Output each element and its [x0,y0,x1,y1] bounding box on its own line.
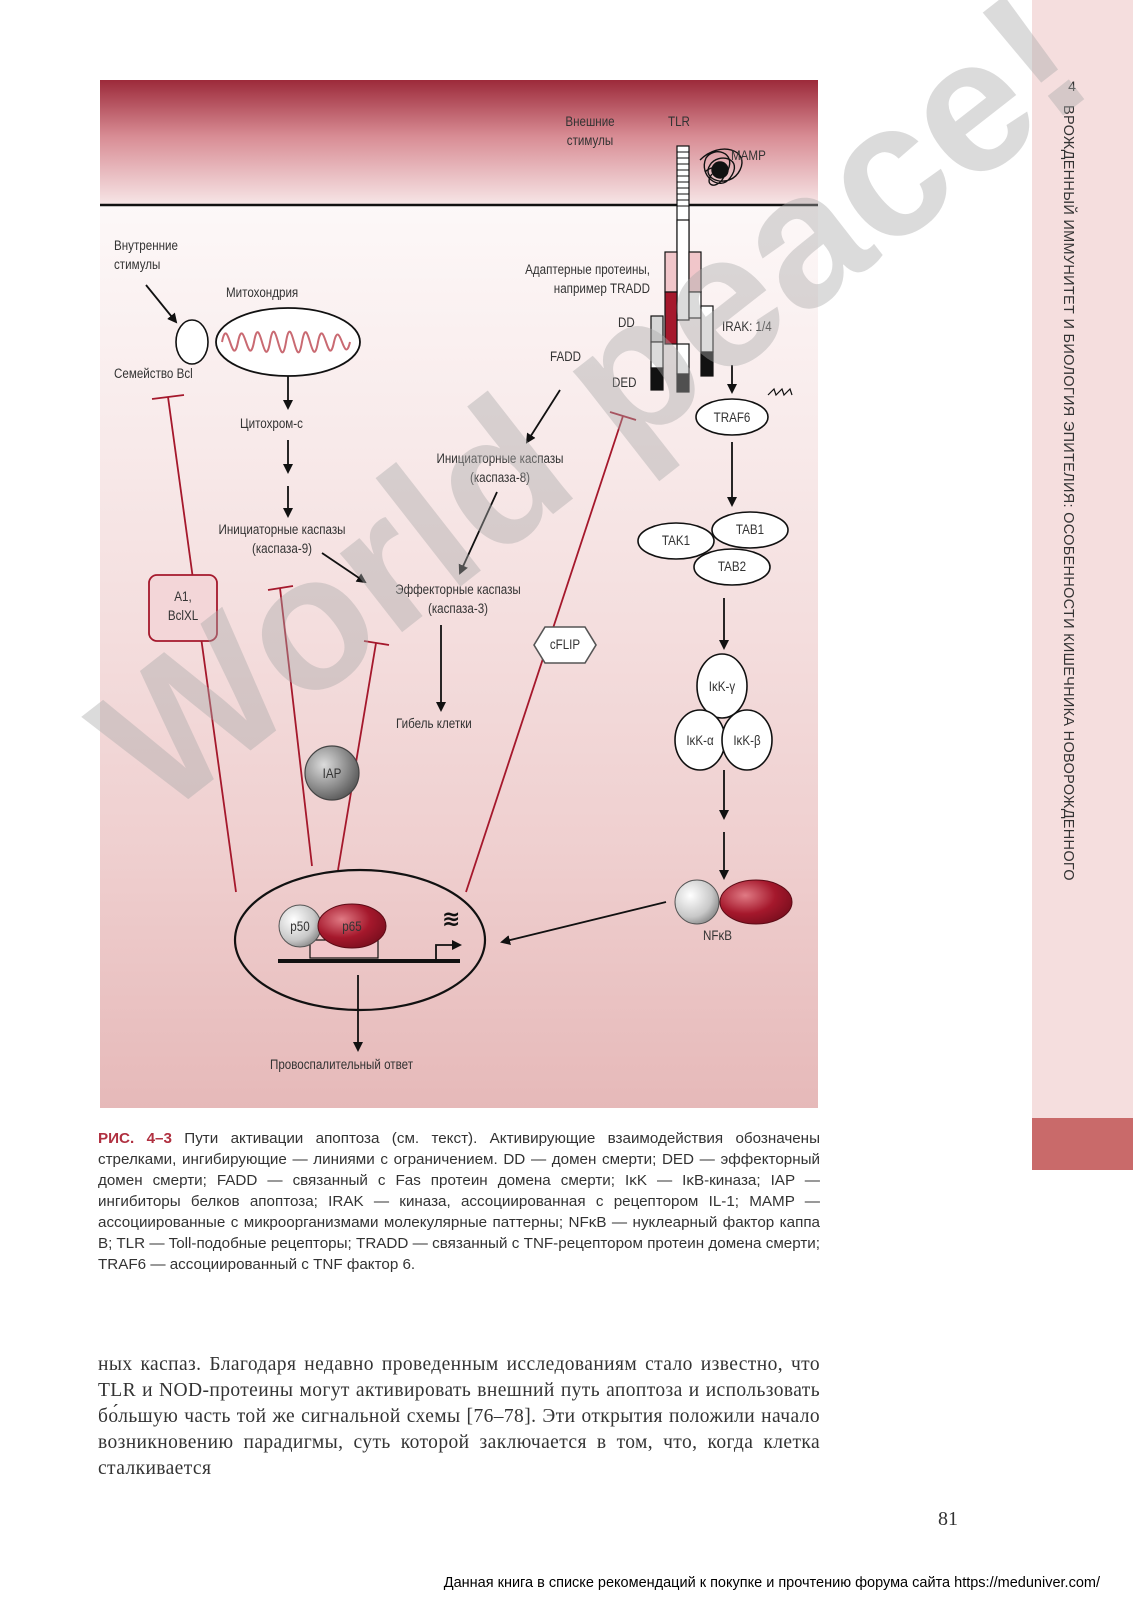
label-nfkb: NFκB [703,928,733,943]
tab2-oval [693,548,771,586]
figure-caption-text: Пути активации апоптоза (см. текст). Акт… [98,1130,820,1273]
label-ded: DED [612,375,637,390]
dna-complex [278,903,462,963]
traf6-squiggle [767,387,793,397]
label-initiator-caspases-8: Инициаторные каспазы(каспаза-8) [436,451,564,485]
label-dd: DD [618,315,635,330]
label-initiator-caspases-9: Инициаторные каспазы(каспаза-9) [218,522,346,556]
label-ikk-gamma: IκK-γ [708,679,736,694]
label-effector-caspases: Эффекторные каспазы(каспаза-3) [395,582,521,616]
label-cell-death: Гибель клетки [396,716,472,731]
figure-diagram: ≋ [100,80,818,1052]
label-bcl-family: Семейство Bcl [114,366,193,381]
label-ikk-alpha: IκK-α [686,733,714,748]
nucleus-oval [233,868,487,1012]
page-number: 81 [938,1508,958,1530]
tlr-receptor [650,145,714,393]
body-paragraph: ных каспаз. Благодаря недавно проведенны… [98,1354,820,1479]
label-proinflammatory-response: Провоспалительный ответ [270,1057,414,1072]
label-mitochondria: Митохондрия [226,285,299,300]
tab1-oval [711,511,789,549]
chapter-side-band [1032,0,1133,1160]
nfkb-p65-ball [719,879,793,925]
label-iap: IAP [322,766,342,781]
mitochondria-shape [215,307,361,377]
figure-caption-label: РИС. 4–3 [98,1130,172,1147]
footer-note: Данная книга в списке рекомендаций к пок… [443,1575,1100,1591]
membrane-band [100,80,818,205]
label-a1-bclxl: A1,BclXL [167,589,199,623]
cflip-hexagon [533,626,597,664]
bcl-oval [175,319,209,365]
figure-caption: РИС. 4–3 Пути активации апоптоза (см. те… [98,1128,820,1275]
label-tab1: TAB1 [735,522,765,537]
label-adapter-proteins: Адаптерные протеины,например TRADD [525,262,650,296]
label-tab2: TAB2 [717,559,747,574]
chapter-number: 4 [1068,78,1076,94]
label-tlr: TLR [668,114,690,129]
mamp-scribble [699,148,743,186]
label-irak: IRAK: 1/4 [722,319,772,334]
chapter-title: ВРОЖДЕННЫЙ ИММУНИТЕТ И БИОЛОГИЯ ЭПИТЕЛИЯ… [1060,105,1076,881]
label-traf6: TRAF6 [713,410,751,425]
label-tak1: TAK1 [661,533,691,548]
label-ikk-beta: IκK-β [733,733,761,748]
a1-bclxl-box [148,574,218,642]
iap-ball [304,745,360,801]
activation-arrows [145,284,737,1052]
mrna-symbol: ≋ [442,907,460,932]
label-mamp: MAMP [731,148,766,163]
nfkb-p50-ball [674,879,720,925]
label-p65: p65 [342,919,362,934]
label-p50: p50 [290,919,310,934]
label-cytochrome: Цитохром-с [240,416,303,431]
chapter-side-accent [1032,1118,1133,1170]
label-fadd: FADD [550,349,581,364]
traf6-oval [695,398,769,436]
ikk-gamma-oval [696,653,748,719]
ikk-beta-oval [721,709,773,771]
tak1-oval [637,522,715,560]
label-cflip: cFLIP [549,637,581,652]
